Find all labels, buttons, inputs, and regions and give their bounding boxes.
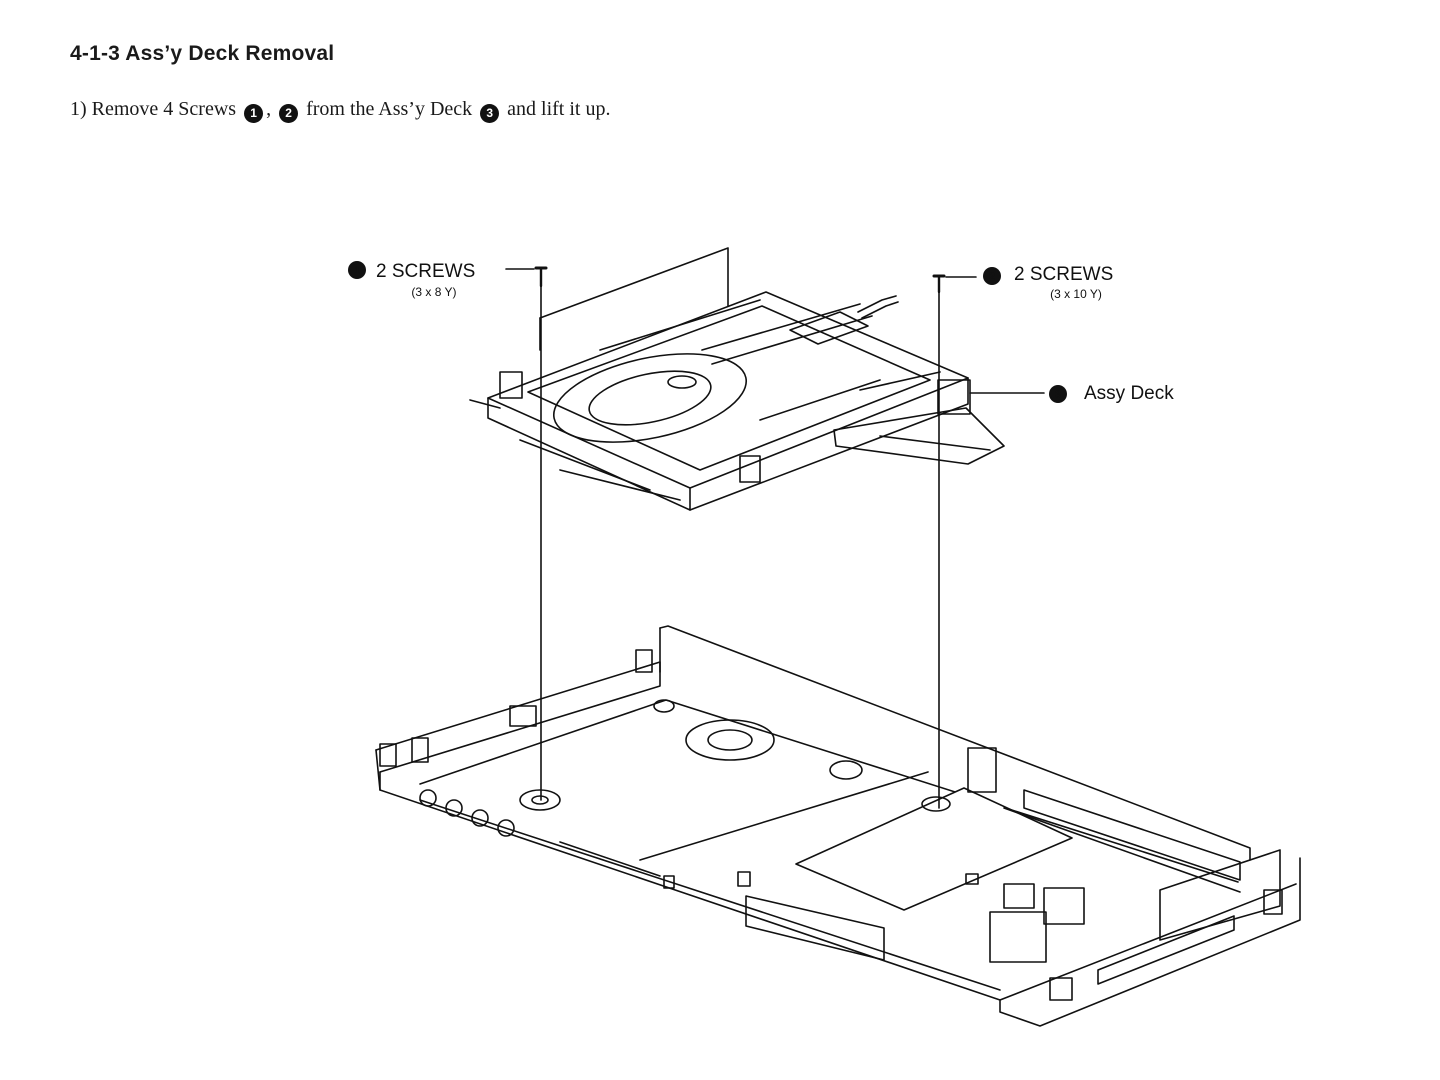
callout-deck-marker: 3 (1055, 389, 1061, 401)
callout-right-marker: 2 (989, 271, 995, 283)
section-heading: 4-1-3 Ass’y Deck Removal (70, 42, 335, 65)
instruction-middle: from the Ass’y Deck (301, 98, 478, 120)
callout-left-label: 2 SCREWS (376, 261, 475, 282)
instruction-sep: , (266, 98, 277, 120)
instruction-prefix: 1) Remove 4 Screws (70, 98, 242, 120)
screw-right-icon (932, 274, 946, 294)
screw-left-icon (534, 266, 548, 288)
callout-deck-label: Assy Deck (1084, 383, 1174, 404)
assy-deck-drawing (469, 247, 1005, 511)
instruction-step: 1) Remove 4 Screws 1, 2 from the Ass’y D… (70, 98, 610, 123)
marker-3-icon: 3 (480, 104, 500, 123)
screw-guide-lines (540, 271, 940, 809)
callout-left-marker: 1 (354, 265, 360, 277)
callout-right-label: 2 SCREWS (1014, 264, 1113, 285)
instruction-suffix: and lift it up. (502, 98, 611, 120)
marker-1-icon: 1 (244, 104, 264, 123)
callout-left-spec: (3 x 8 Y) (411, 285, 456, 299)
callout-assy-deck: 3 Assy Deck (1049, 383, 1174, 404)
callout-screws-left: 1 2 SCREWS (3 x 8 Y) (348, 261, 475, 299)
chassis-drawing (375, 625, 1301, 1027)
callout-right-spec: (3 x 10 Y) (1050, 287, 1102, 301)
marker-2-icon: 2 (279, 104, 299, 123)
callout-screws-right: 2 2 SCREWS (3 x 10 Y) (983, 264, 1113, 301)
